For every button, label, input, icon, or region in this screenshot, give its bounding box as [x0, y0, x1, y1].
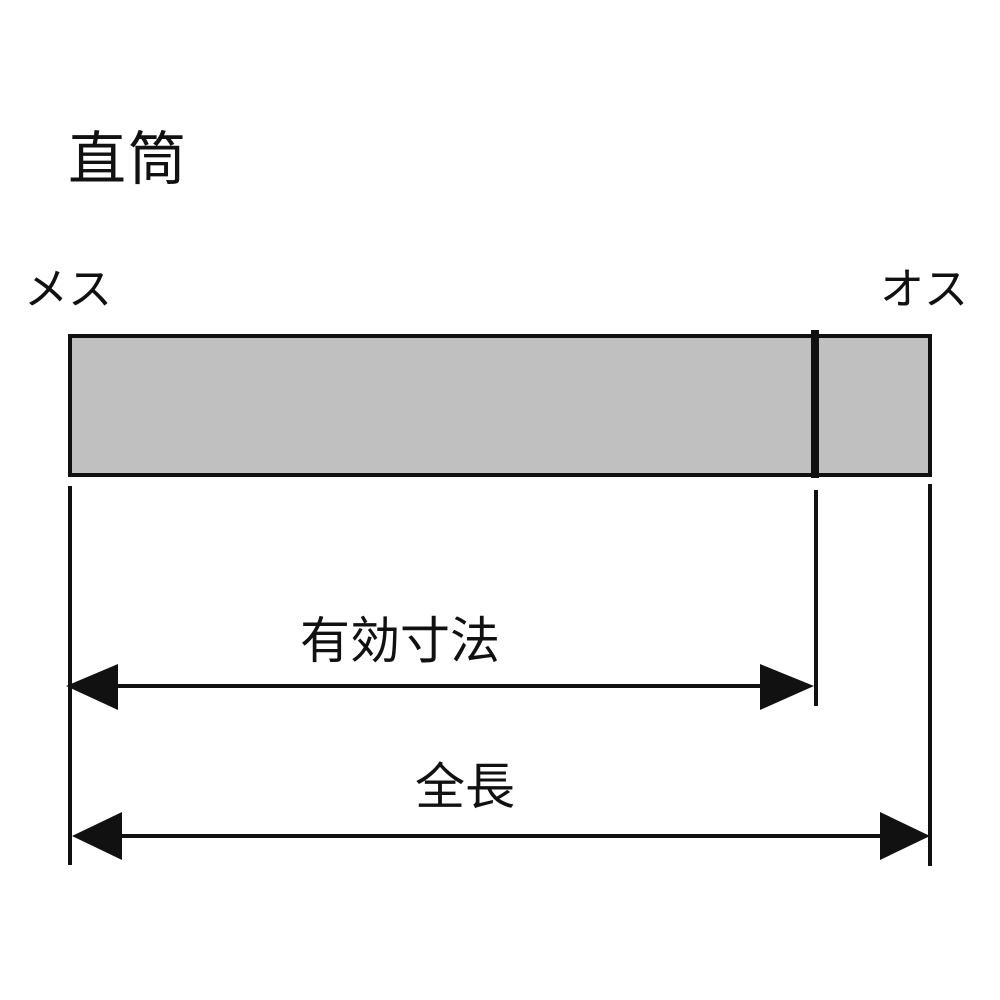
pipe-body	[68, 334, 932, 477]
total-length-label: 全長	[415, 758, 515, 816]
arrowhead-right-icon	[880, 812, 930, 860]
arrowhead-left-icon	[72, 812, 122, 860]
arrowhead-right-icon	[760, 664, 814, 710]
arrowhead-left-icon	[66, 664, 118, 710]
effective-length-label: 有効寸法	[300, 612, 500, 670]
female-end-label: メス	[24, 264, 112, 315]
diagram-title: 直筒	[68, 125, 189, 193]
effective-length-dimension	[66, 664, 814, 710]
male-end-label: オス	[880, 264, 968, 315]
total-length-dimension	[72, 812, 930, 860]
